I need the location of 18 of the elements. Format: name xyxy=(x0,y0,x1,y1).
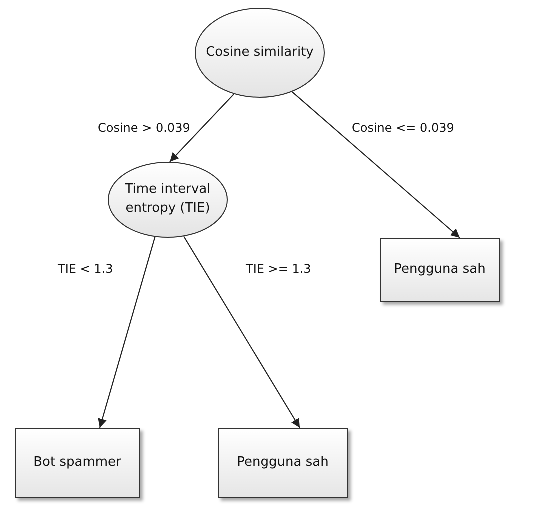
result-box xyxy=(218,428,348,498)
edge-label: Cosine <= 0.039 xyxy=(352,121,454,135)
edge-label: Cosine > 0.039 xyxy=(98,121,190,135)
edge-label: TIE >= 1.3 xyxy=(246,262,312,276)
node-label: Pengguna sah xyxy=(393,260,487,279)
arrow xyxy=(292,92,460,238)
arrow xyxy=(170,94,235,162)
node-label: Cosine similarity xyxy=(205,44,315,62)
result-box xyxy=(380,238,500,302)
result-box xyxy=(15,428,140,498)
node-label: Pengguna sah xyxy=(236,454,330,472)
node-label: Time interval entropy (TIE) xyxy=(124,181,212,218)
decision-ellipse xyxy=(195,8,325,98)
arrow xyxy=(98,236,156,428)
node-label: Bot spammer xyxy=(32,454,122,472)
arrow xyxy=(184,236,300,428)
edge-label: TIE < 1.3 xyxy=(58,262,114,276)
decision-ellipse xyxy=(108,162,228,238)
